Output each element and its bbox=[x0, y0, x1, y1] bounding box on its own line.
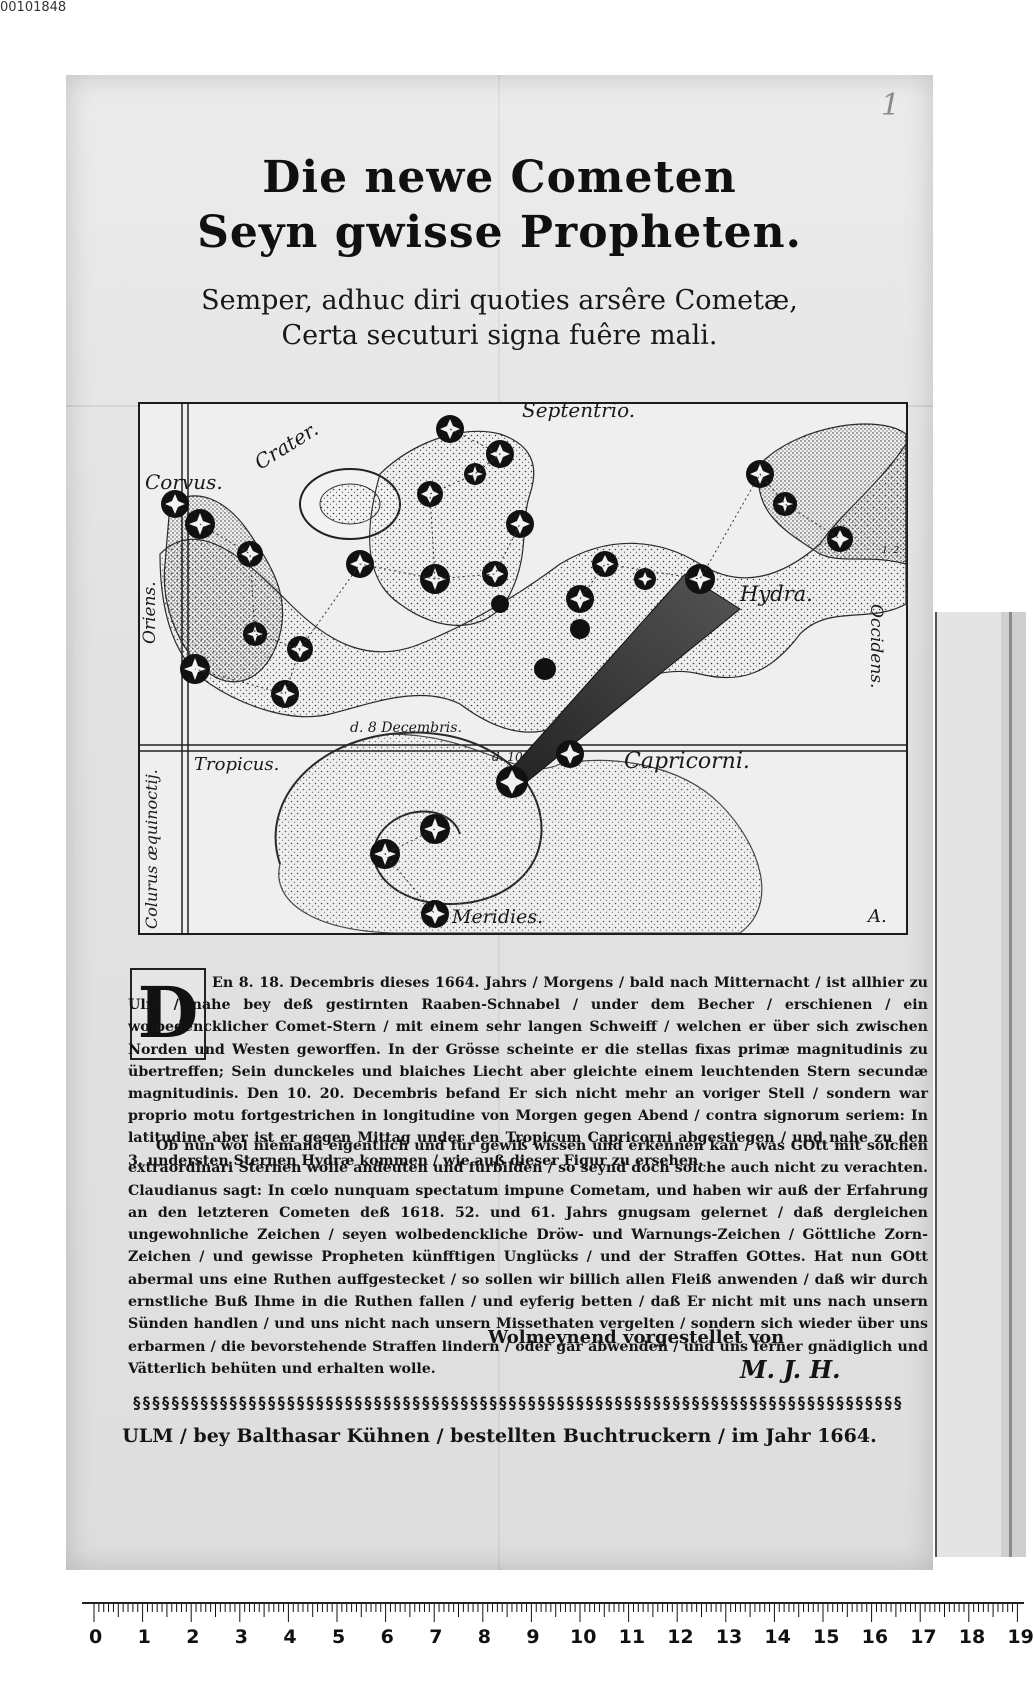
drop-cap: D bbox=[130, 968, 206, 1060]
star bbox=[534, 658, 556, 680]
star bbox=[773, 492, 797, 516]
star bbox=[491, 595, 509, 613]
back-sheet-edge bbox=[1001, 612, 1026, 1557]
ruler-number: 10 bbox=[570, 1626, 597, 1648]
ruler-number: 7 bbox=[429, 1626, 443, 1648]
printer-imprint: ULM / bey Balthasar Kühnen / bestellten … bbox=[122, 1425, 877, 1447]
star bbox=[556, 740, 584, 768]
star bbox=[827, 526, 853, 552]
label-tropicus: Tropicus. bbox=[194, 754, 280, 775]
hydra-head bbox=[757, 423, 907, 565]
signoff: Wolmeynend vorgestellet von bbox=[488, 1327, 785, 1348]
ruler-number: 5 bbox=[332, 1626, 346, 1648]
ruler-number: 13 bbox=[715, 1626, 743, 1648]
ruler-number: 16 bbox=[861, 1626, 889, 1648]
ruler-number: 8 bbox=[477, 1626, 492, 1648]
archive-id: 00101848 bbox=[0, 0, 67, 15]
star bbox=[271, 680, 299, 708]
motto-line-2: Certa secuturi signa fuêre mali. bbox=[281, 320, 718, 351]
capricorn-body bbox=[275, 733, 763, 934]
motto-line-1: Semper, adhuc diri quoties arsêre Cometæ… bbox=[201, 285, 798, 316]
ornamental-rule: §§§§§§§§§§§§§§§§§§§§§§§§§§§§§§§§§§§§§§§§… bbox=[132, 1393, 903, 1412]
ruler-number: 18 bbox=[958, 1626, 986, 1648]
paragraph-2: Ob nun wol niemand eigentlich und für ge… bbox=[128, 1138, 928, 1377]
ruler-number: 0 bbox=[89, 1626, 103, 1648]
star bbox=[243, 622, 267, 646]
label-hydra: Hydra. bbox=[740, 582, 813, 606]
comet-head bbox=[496, 766, 528, 798]
star-map: Septentrio. Corvus. Crater. Hydra. Orien… bbox=[138, 398, 908, 935]
label-capricorni: Capricorni. bbox=[624, 749, 750, 774]
star bbox=[506, 510, 534, 538]
label-meridies: Meridies. bbox=[452, 906, 544, 928]
star bbox=[685, 564, 715, 594]
ruler-number: 12 bbox=[667, 1626, 694, 1648]
label-corvus: Corvus. bbox=[145, 470, 223, 494]
title-line-2: Seyn gwisse Propheten. bbox=[197, 207, 802, 258]
star bbox=[570, 619, 590, 639]
back-sheet bbox=[935, 612, 1026, 1557]
star bbox=[592, 551, 618, 577]
ruler-number: 11 bbox=[618, 1626, 646, 1648]
label-monogram: A. bbox=[868, 906, 887, 927]
label-oriens: Oriens. bbox=[140, 581, 160, 644]
ruler-number: 6 bbox=[380, 1626, 394, 1648]
star bbox=[634, 568, 656, 590]
ruler-number: 4 bbox=[283, 1626, 297, 1648]
label-d10: d. 10 bbox=[492, 750, 523, 764]
paragraph-1: En 8. 18. Decembris dieses 1664. Jahrs /… bbox=[128, 975, 928, 1169]
label-septentrio: Septentrio. bbox=[522, 398, 636, 422]
title-line-1: Die newe Cometen bbox=[262, 152, 737, 203]
label-colurus: Colurus æquinoctij. bbox=[142, 769, 161, 929]
ruler-number: 1 bbox=[137, 1626, 151, 1648]
ruler-ticks bbox=[93, 1604, 1018, 1622]
hydra-body bbox=[159, 441, 907, 733]
star-map-drawing bbox=[140, 404, 907, 934]
author-initials: M. J. H. bbox=[740, 1355, 841, 1384]
star bbox=[237, 541, 263, 567]
star bbox=[417, 481, 443, 507]
ruler-number: 15 bbox=[813, 1626, 840, 1648]
ruler-number: 3 bbox=[234, 1626, 249, 1648]
ruler-number: 19 bbox=[1007, 1626, 1034, 1648]
star bbox=[482, 561, 508, 587]
ruler-number: 2 bbox=[186, 1626, 200, 1648]
star bbox=[464, 463, 486, 485]
star bbox=[421, 900, 449, 928]
star-group bbox=[161, 415, 853, 928]
ruler-number: 17 bbox=[910, 1626, 937, 1648]
ruler-number: 14 bbox=[764, 1626, 791, 1648]
page-number: 1 bbox=[881, 88, 901, 123]
back-sheet-fold bbox=[1009, 612, 1012, 1557]
label-occidens: Occidens. bbox=[866, 604, 886, 689]
label-small-mark: 1. 2. bbox=[882, 546, 903, 556]
star bbox=[161, 490, 189, 518]
label-dec8: d. 8 Decembris. bbox=[350, 720, 462, 736]
ruler-number: 9 bbox=[526, 1626, 540, 1648]
